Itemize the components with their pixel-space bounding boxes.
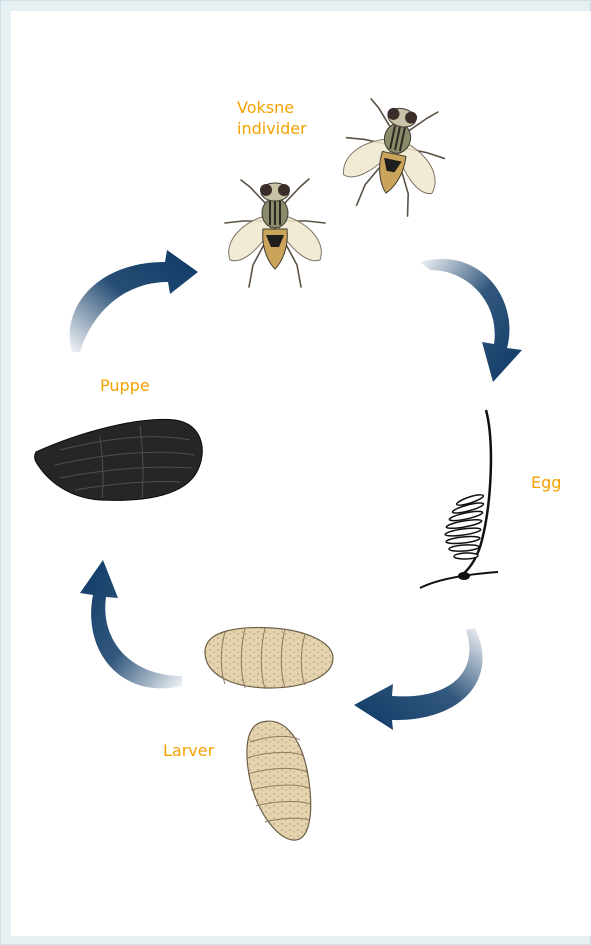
housefly-icon <box>225 179 325 287</box>
housefly-icon <box>333 95 453 221</box>
label-egg: Egg <box>531 472 561 493</box>
label-adults-line1: Voksne <box>237 97 307 118</box>
label-larvae: Larver <box>163 740 214 761</box>
arrow-larvae-to-pupa <box>80 560 182 688</box>
arrow-pupa-to-adults <box>70 250 198 352</box>
egg-cluster-icon <box>420 410 498 588</box>
arrow-egg-to-larvae <box>354 628 482 730</box>
label-adults: Voksne individer <box>237 97 307 139</box>
label-pupa: Puppe <box>100 375 150 396</box>
pupa-icon <box>35 419 203 500</box>
larva-icon <box>247 721 311 840</box>
arrow-adults-to-egg <box>420 259 522 382</box>
larva-icon <box>205 628 333 689</box>
label-adults-line2: individer <box>237 118 307 139</box>
